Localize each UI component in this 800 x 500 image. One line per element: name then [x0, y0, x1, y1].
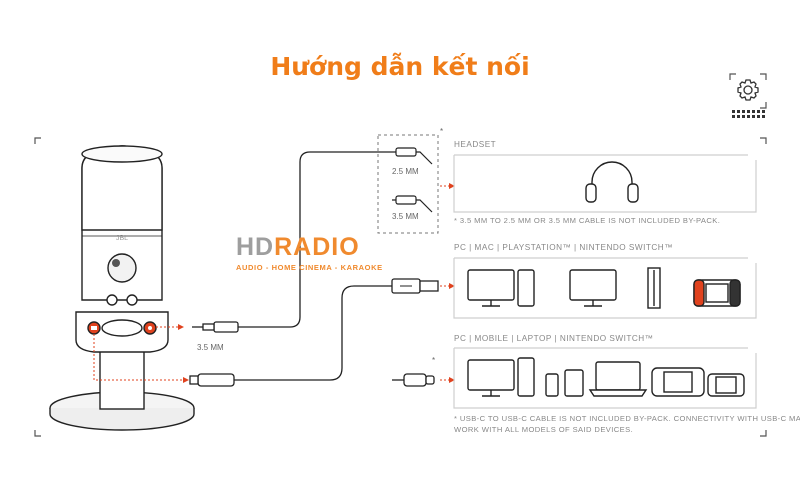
section-title-pc: PC | MAC | PLAYSTATION™ | NINTENDO SWITC… — [454, 243, 673, 252]
note-mobile-line2: WORK WITH ALL MODELS OF SAID DEVICES. — [454, 425, 634, 434]
adapter-35-label: 3.5 MM — [392, 212, 419, 221]
note-mobile-line1: * USB-C TO USB-C CABLE IS NOT INCLUDED B… — [454, 414, 800, 423]
section-title-headset: HEADSET — [454, 140, 497, 149]
usbc-asterisk: * — [432, 356, 436, 365]
frame-corners — [34, 137, 767, 437]
pc-devices — [467, 267, 741, 309]
watermark-subtitle: AUDIO - HOME CINEMA - KARAOKE — [236, 263, 383, 272]
section-title-mobile: PC | MOBILE | LAPTOP | NINTENDO SWITCH™ — [454, 334, 654, 343]
note-headset: * 3.5 MM TO 2.5 MM OR 3.5 MM CABLE IS NO… — [454, 216, 721, 225]
mobile-devices — [467, 357, 745, 397]
dot-grid-icon — [732, 110, 765, 118]
settings-gear-graphic — [729, 73, 767, 118]
usbc-connector — [392, 373, 435, 387]
headset-icon — [585, 161, 639, 203]
jack-cable — [192, 151, 392, 333]
adapter-asterisk: * — [440, 127, 444, 136]
watermark-radio: RADIO — [274, 233, 360, 261]
microphone — [49, 145, 195, 431]
adapter-25-label: 2.5 MM — [392, 167, 419, 176]
mic-brand-label: JBL — [116, 235, 129, 242]
jack-size-label: 3.5 MM — [197, 343, 224, 352]
usb-a-cable — [189, 278, 439, 387]
page-title: Hướng dẫn kết nối — [270, 52, 530, 81]
watermark-hd: HD — [236, 233, 275, 261]
adapter-box — [377, 134, 439, 234]
settings-gear-icon[interactable] — [728, 72, 768, 120]
adapter-plugs — [392, 147, 433, 213]
panels — [453, 154, 757, 409]
watermark-logo: HDRADIO AUDIO - HOME CINEMA - KARAOKE — [236, 234, 386, 276]
